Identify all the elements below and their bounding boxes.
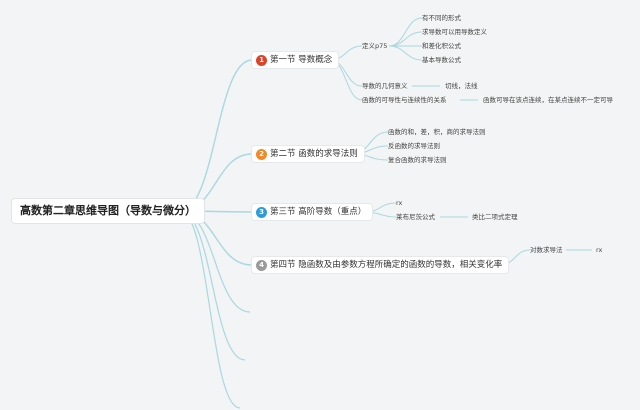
- number-badge-2: 2: [256, 148, 267, 160]
- topic-inverse-function-rule[interactable]: 反函数的求导法则: [388, 142, 440, 150]
- topic-leibniz-formula[interactable]: 莱布尼茨公式: [396, 213, 435, 221]
- branch-4[interactable]: 4 第四节 隐函数及由参数方程所确定的函数的导数，相关变化率: [252, 257, 509, 273]
- topic-tangent-normal[interactable]: 切线，法线: [445, 82, 478, 90]
- topic-differentiability-continuity[interactable]: 函数的可导性与连续性的关系: [362, 96, 447, 104]
- topic-continuity-statement[interactable]: 函数可导在该点连续，在某点连续不一定可导: [483, 96, 613, 104]
- number-badge-1: 1: [256, 54, 267, 66]
- branch-2[interactable]: 2 第二节 函数的求导法则: [252, 146, 364, 162]
- topic-basic-formulas[interactable]: 基本导数公式: [422, 56, 461, 64]
- edge-def-basic: [388, 45, 423, 61]
- number-badge-4: 4: [256, 259, 267, 271]
- number-badge-3: 3: [256, 206, 267, 218]
- branch-4-label: 第四节 隐函数及由参数方程所确定的函数的导数，相关变化率: [270, 260, 503, 270]
- topic-sum-to-product[interactable]: 和差化积公式: [422, 42, 461, 50]
- edge-def-forms: [388, 17, 423, 47]
- topic-use-definition[interactable]: 求导数可以用导数定义: [422, 28, 487, 36]
- topic-arithmetic-rules[interactable]: 函数的和，差，积，商的求导法则: [388, 128, 486, 136]
- edge-root-branch-1: [179, 59, 253, 212]
- edge-root-empty-3: [179, 210, 241, 409]
- topic-rx-4[interactable]: rx: [596, 246, 603, 254]
- branch-1-label: 第一节 导数概念: [270, 55, 333, 65]
- topic-geometric-meaning[interactable]: 导数的几何意义: [362, 82, 408, 90]
- topic-log-differentiation[interactable]: 对数求导法: [530, 246, 563, 254]
- branch-1[interactable]: 1 第一节 导数概念: [252, 52, 339, 68]
- branch-2-label: 第二节 函数的求导法则: [270, 149, 358, 159]
- edge-def-use: [388, 31, 423, 47]
- branch-3[interactable]: 3 第三节 高阶导数（重点）: [252, 204, 373, 220]
- topic-binomial-analogy[interactable]: 类比二项式定理: [472, 213, 518, 221]
- topic-definition[interactable]: 定义p75: [362, 42, 388, 50]
- root-topic[interactable]: 高数第二章思维导图（导数与微分）: [12, 199, 204, 223]
- topic-chain-rule[interactable]: 复合函数的求导法则: [388, 156, 447, 164]
- topic-different-forms[interactable]: 有不同的形式: [422, 14, 461, 22]
- branch-3-label: 第三节 高阶导数（重点）: [270, 207, 367, 217]
- topic-rx-3[interactable]: rx: [396, 199, 403, 207]
